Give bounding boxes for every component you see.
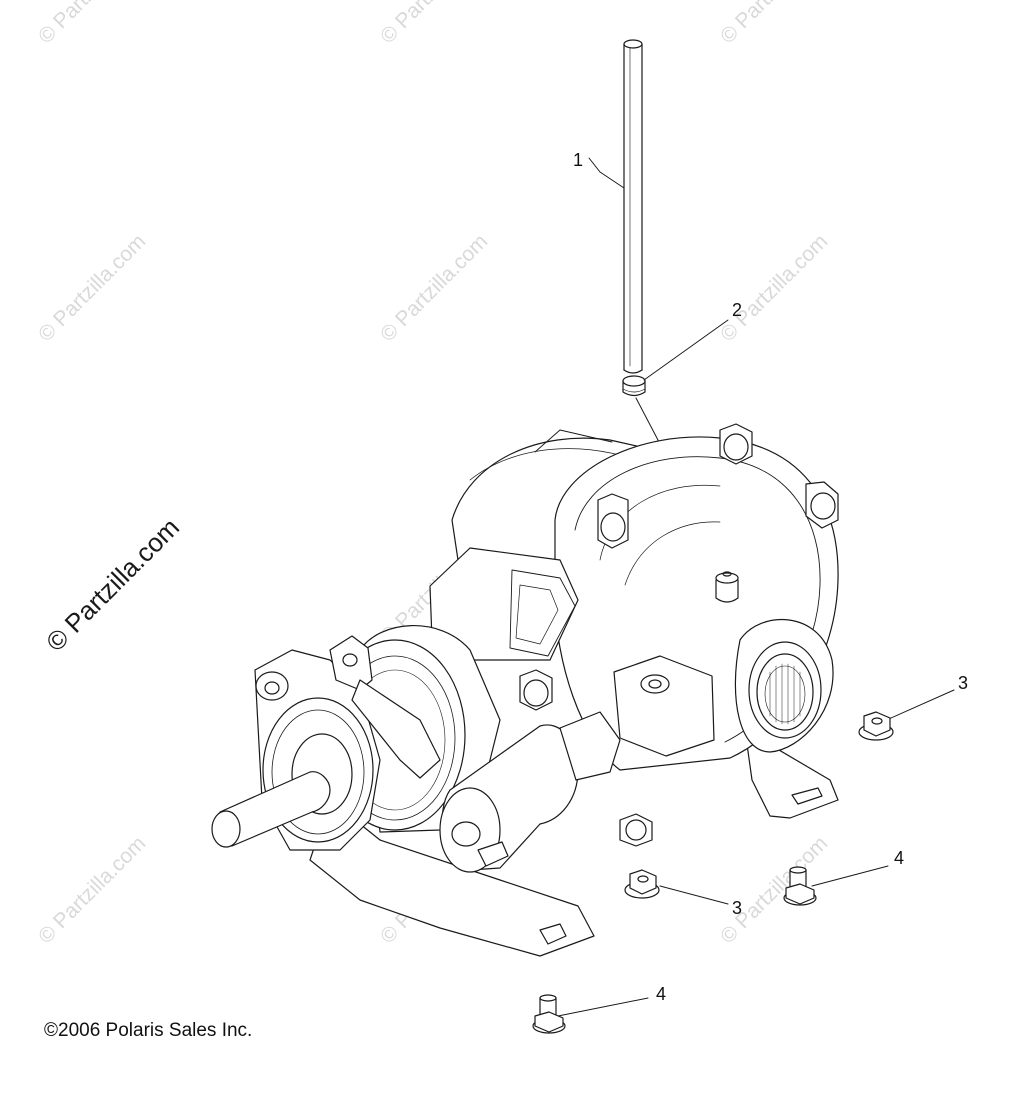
gearcase-assembly [211, 423, 839, 957]
flange-nut-part-3 [624, 869, 660, 899]
callout-3: 3 [958, 673, 969, 693]
vent-tube-part-1 [623, 39, 643, 374]
copyright-text: ©2006 Polaris Sales Inc. [44, 1020, 253, 1041]
flange-nut-part-3 [858, 711, 894, 741]
callout-2: 2 [732, 300, 743, 320]
hose-clamp-part-2 [622, 375, 646, 397]
callout-4: 4 [894, 848, 905, 868]
callout-4: 4 [656, 984, 667, 1004]
callout-1: 1 [573, 150, 584, 170]
callout-3: 3 [732, 898, 743, 918]
flange-bolt-part-4 [783, 866, 817, 906]
flange-bolt-part-4 [532, 994, 566, 1034]
